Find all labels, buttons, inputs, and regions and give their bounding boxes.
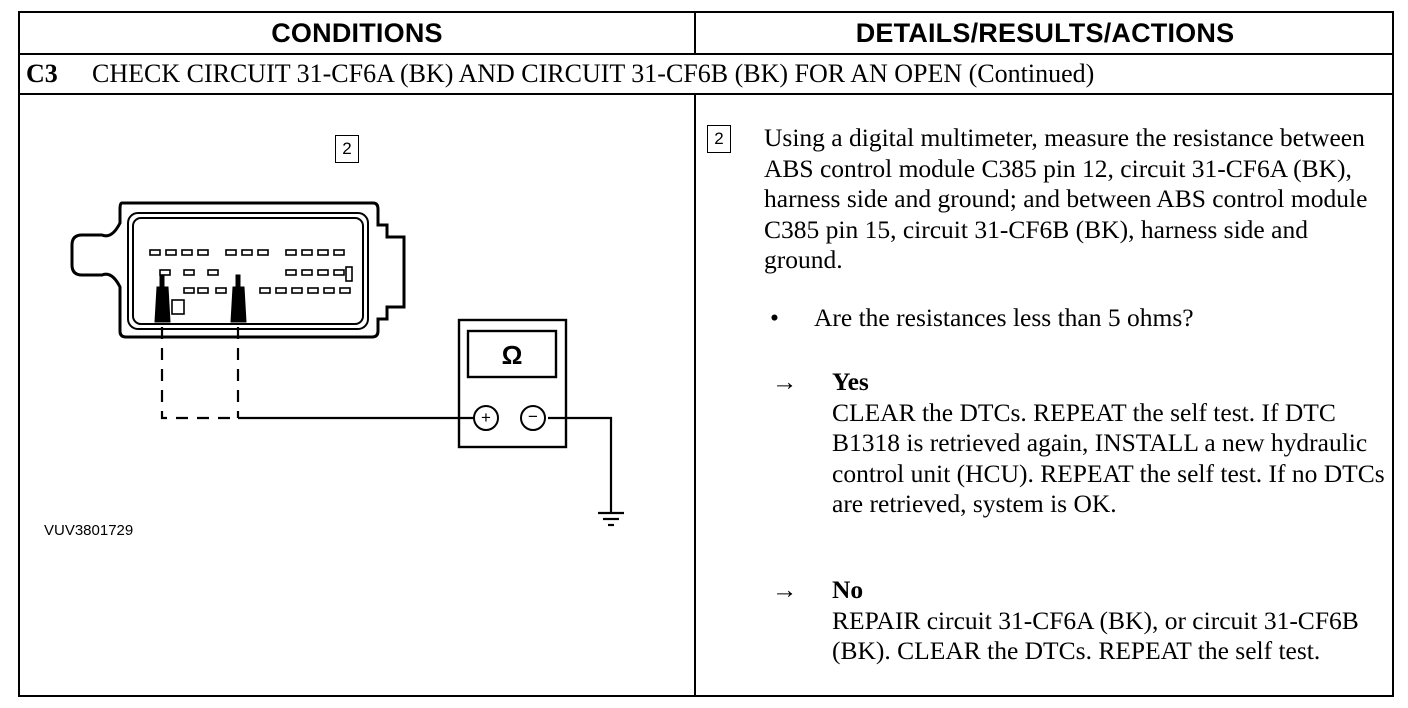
- probe-icon: [154, 274, 247, 323]
- question-text: Are the resistances less than 5 ohms?: [814, 303, 1194, 332]
- meter-plus-symbol: +: [481, 408, 491, 427]
- meter-ohm-symbol: Ω: [501, 339, 523, 370]
- step-divider: [20, 93, 1392, 95]
- wiring-diagram: [70, 201, 624, 527]
- multimeter-icon: [457, 318, 568, 449]
- ground-icon: [598, 511, 624, 527]
- meter-minus-symbol: −: [528, 407, 538, 426]
- arrow-right-icon: →: [772, 575, 798, 604]
- test-figure: 2: [20, 95, 694, 695]
- step-title: CHECK CIRCUIT 31-CF6A (BK) AND CIRCUIT 3…: [92, 59, 1095, 88]
- connector-icon: [70, 201, 406, 339]
- yes-text: CLEAR the DTCs. REPEAT the self test. If…: [832, 397, 1385, 519]
- instruction-text: Using a digital multimeter, measure the …: [764, 123, 1368, 274]
- conditions-header: CONDITIONS: [20, 13, 696, 53]
- no-label: No: [832, 575, 864, 604]
- actions-column: 2 Using a digital multimeter, measure th…: [696, 95, 1392, 695]
- figure-reference-code: VUV3801729: [44, 522, 134, 539]
- step-code: C3: [26, 59, 58, 88]
- yes-label: Yes: [832, 367, 869, 396]
- header-divider: [20, 53, 1392, 55]
- details-header: DETAILS/RESULTS/ACTIONS: [855, 17, 1235, 48]
- step-row: C3 CHECK CIRCUIT 31-CF6A (BK) AND CIRCUI…: [20, 55, 1392, 93]
- column-divider: [694, 93, 696, 695]
- no-text: REPAIR circuit 31-CF6A (BK), or circuit …: [832, 605, 1359, 666]
- procedure-table: CONDITIONS DETAILS/RESULTS/ACTIONS C3 CH…: [18, 11, 1394, 697]
- bullet-icon: •: [770, 303, 779, 332]
- figure-step-ref: 2: [335, 135, 359, 163]
- action-step-ref: 2: [707, 125, 731, 153]
- arrow-right-icon: →: [772, 367, 798, 396]
